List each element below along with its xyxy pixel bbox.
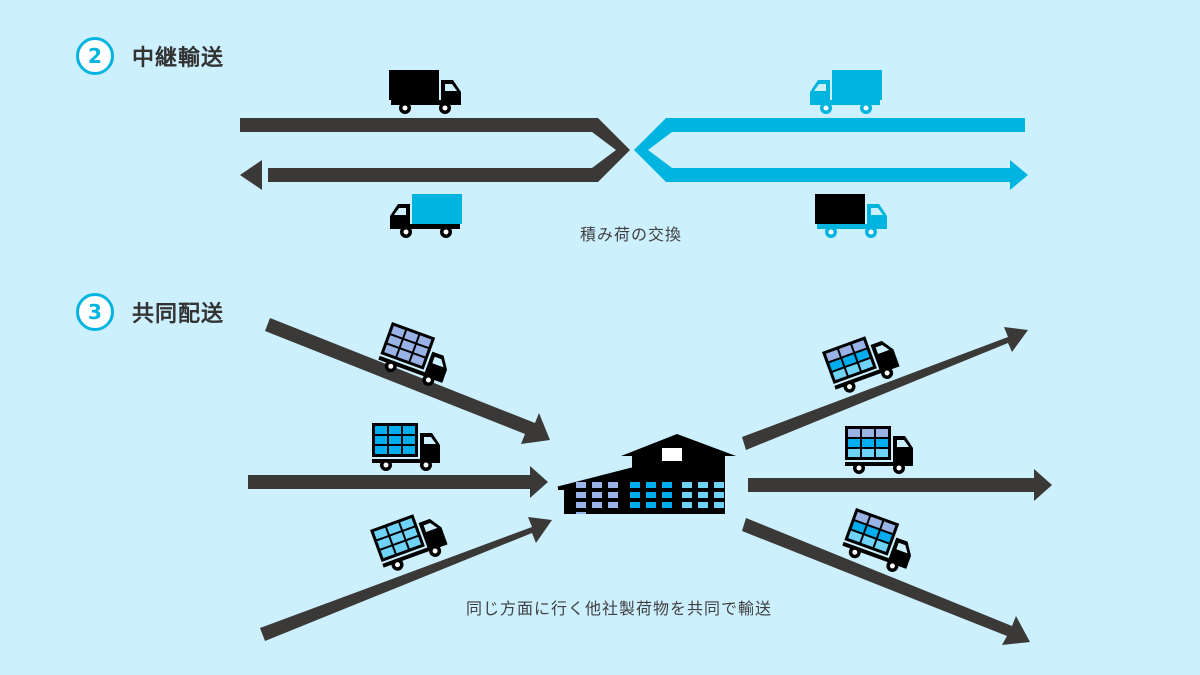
relay-road-dark <box>240 118 630 190</box>
cargo-truck-icon <box>842 508 912 572</box>
truck-icon <box>389 70 461 114</box>
arrow-icon <box>748 469 1052 501</box>
truck-icon <box>390 194 462 238</box>
road-top-dark <box>240 118 630 182</box>
section-title: 中継輸送 <box>132 46 225 71</box>
arrow-icon <box>248 466 548 498</box>
section-title: 共同配送 <box>132 302 225 327</box>
arrow-icon <box>260 517 552 641</box>
road-top-blue <box>634 118 1025 182</box>
cargo-truck-icon <box>370 514 448 571</box>
arrow-head-left <box>240 160 262 190</box>
truck-icon <box>810 70 882 114</box>
cargo-truck-icon <box>372 423 440 471</box>
cargo-truck-icon <box>845 426 913 474</box>
cargo-truck-icon <box>378 322 448 386</box>
warehouse-icon <box>557 434 736 514</box>
relay-caption: 積み荷の交換 <box>580 225 683 244</box>
relay-road-blue <box>634 118 1028 190</box>
section-number-badge: 3 <box>76 293 114 331</box>
section-number-badge: 2 <box>76 37 114 75</box>
section-3-header: 3 共同配送 <box>76 293 224 331</box>
arrow-icon <box>742 327 1028 450</box>
section-2-header: 2 中継輸送 <box>76 37 224 75</box>
joint-delivery-caption: 同じ方面に行く他社製荷物を共同で輸送 <box>466 599 773 618</box>
arrow-icon <box>742 518 1030 645</box>
truck-icon <box>815 194 887 238</box>
cargo-truck-icon <box>822 336 900 393</box>
arrow-icon <box>265 318 550 444</box>
arrow-head-right <box>1010 160 1028 190</box>
